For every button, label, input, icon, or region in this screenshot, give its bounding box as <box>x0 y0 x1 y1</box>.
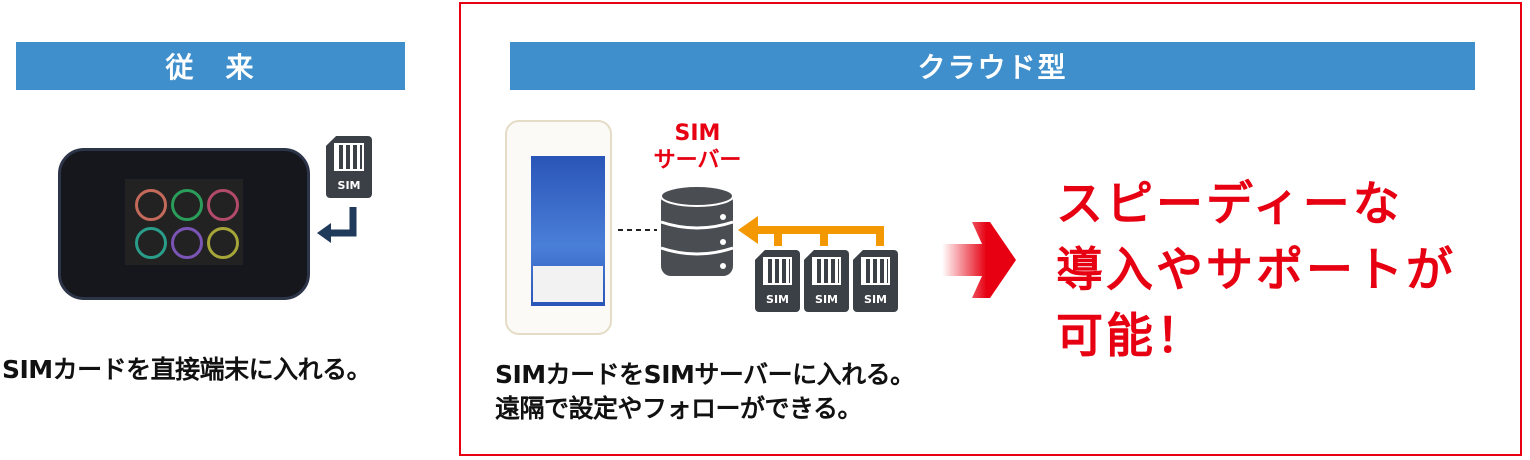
benefit-text: スピーディーな 導入やサポートが 可能！ <box>1056 172 1456 370</box>
router-screen <box>125 179 243 265</box>
conventional-header: 従 来 <box>16 42 405 90</box>
cloud-router-image <box>505 120 612 335</box>
red-chevron-arrow-icon <box>942 222 1016 298</box>
sim-label: SIM <box>766 292 789 306</box>
benefit-line3: 可能！ <box>1056 309 1206 364</box>
sim-card-icon: SIM <box>755 250 800 312</box>
sim-card-icon: SIM <box>804 250 849 312</box>
benefit-line2: 導入やサポートが <box>1056 243 1456 298</box>
sim-server-label: SIM サーバー <box>650 120 745 174</box>
router-screen <box>531 156 605 306</box>
sim-label: SIM <box>337 178 361 192</box>
mobile-router-image <box>58 148 310 300</box>
sim-server-label-line2: サーバー <box>653 148 742 173</box>
sim-label: SIM <box>815 292 838 306</box>
sim-label: SIM <box>864 292 887 306</box>
insert-arrow-icon <box>317 207 357 243</box>
conventional-caption: SIMカードを直接端末に入れる。 <box>2 355 372 384</box>
cloud-caption: SIMカードをSIMサーバーに入れる。 遠隔で設定やフォローができる。 <box>495 358 915 426</box>
cloud-header: クラウド型 <box>510 42 1475 90</box>
database-server-icon <box>618 185 734 276</box>
cloud-section-frame <box>459 2 1522 456</box>
orange-sim-feed-arrow-icon <box>738 216 884 246</box>
benefit-line1: スピーディーな <box>1056 177 1403 232</box>
sim-server-label-line1: SIM <box>674 121 721 146</box>
sim-card-icon: SIM <box>326 136 372 198</box>
sim-card-icon: SIM <box>853 250 898 312</box>
cloud-caption-line1: SIMカードをSIMサーバーに入れる。 <box>495 360 915 389</box>
cloud-caption-line2: 遠隔で設定やフォローができる。 <box>495 394 863 423</box>
